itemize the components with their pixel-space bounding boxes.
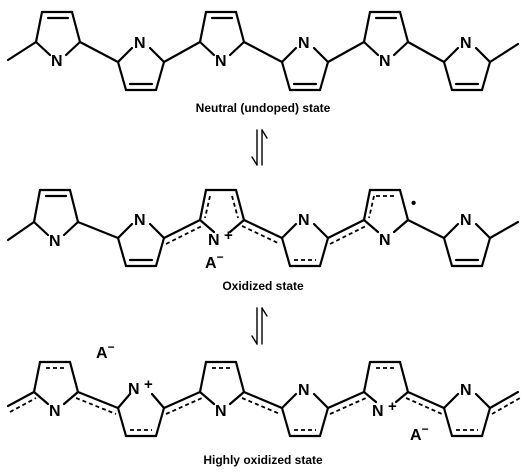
pyrrole-ring xyxy=(280,46,330,92)
radical-dot: • xyxy=(411,195,416,212)
nitrogen-cation: N xyxy=(128,381,140,398)
pyrrole-ring-cation xyxy=(362,360,410,404)
pyrrole-ring xyxy=(34,10,82,57)
oxidized-state-caption: Oxidized state xyxy=(222,279,304,293)
pyrrole-ring xyxy=(442,46,492,92)
highly-oxidized-state-caption: Highly oxidized state xyxy=(203,453,323,467)
nitrogen-atom: N xyxy=(49,233,61,250)
nitrogen-atom: N xyxy=(379,53,391,70)
pyrrole-ring xyxy=(280,392,330,438)
nitrogen-atom: N xyxy=(215,403,227,420)
pyrrole-ring xyxy=(32,188,80,237)
pyrrole-ring xyxy=(442,392,492,438)
pyrrole-ring-cation xyxy=(116,392,166,438)
nitrogen-atom: N xyxy=(460,212,472,229)
nitrogen-atom: N xyxy=(298,382,310,399)
nitrogen-atom: N xyxy=(379,232,391,249)
pyrrole-ring xyxy=(442,222,492,268)
counter-anion: A− xyxy=(410,422,429,444)
nitrogen-cation: N xyxy=(208,232,220,249)
pyrrole-ring xyxy=(280,222,330,268)
pyrrole-ring-cation xyxy=(198,188,246,234)
nitrogen-atom: N xyxy=(51,53,63,70)
neutral-state-chain: N N N xyxy=(6,10,520,92)
positive-charge: + xyxy=(224,227,233,244)
nitrogen-atom: N xyxy=(215,53,227,70)
nitrogen-atom: N xyxy=(460,382,472,399)
reversible-reaction-arrow xyxy=(251,129,268,166)
oxidized-state-chain: N N N + xyxy=(6,188,520,268)
nitrogen-atom: N xyxy=(134,212,146,229)
counter-anion: A− xyxy=(96,340,115,362)
pyrrole-ring xyxy=(362,10,410,57)
counter-anion: A− xyxy=(205,250,224,272)
nitrogen-atom: N xyxy=(134,35,146,52)
nitrogen-atom: N xyxy=(298,212,310,229)
highly-oxidized-state-chain: N N + N xyxy=(6,360,521,438)
nitrogen-atom: N xyxy=(298,35,310,52)
pyrrole-ring-radical xyxy=(362,188,410,234)
pyrrole-ring xyxy=(198,360,246,406)
positive-charge: + xyxy=(144,376,153,393)
reversible-reaction-arrow xyxy=(251,307,268,345)
pyrrole-ring xyxy=(116,222,166,268)
pyrrole-ring xyxy=(198,10,246,57)
neutral-state-caption: Neutral (undoped) state xyxy=(196,101,331,115)
pyrrole-ring xyxy=(116,46,166,92)
nitrogen-cation: N xyxy=(372,403,384,420)
nitrogen-atom: N xyxy=(49,403,61,420)
nitrogen-atom: N xyxy=(460,35,472,52)
positive-charge: + xyxy=(388,398,397,415)
pyrrole-ring xyxy=(32,360,80,406)
